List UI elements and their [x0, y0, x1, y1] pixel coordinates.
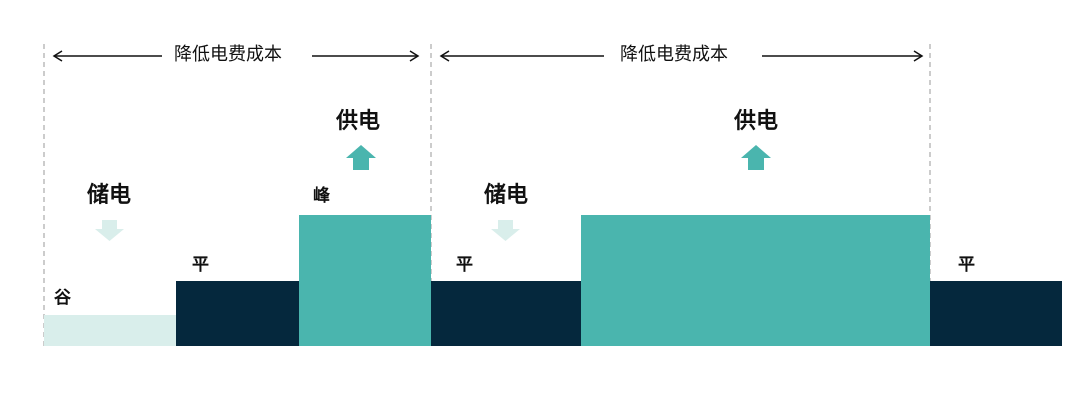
- flat-label-2: 平: [456, 255, 473, 275]
- span-label-1: 降低电费成本: [174, 44, 282, 65]
- store-label-1: 储电: [87, 183, 132, 208]
- flat-label-3: 平: [958, 255, 975, 275]
- store-arrow-2-icon: [491, 220, 520, 241]
- span-arrow-2: [439, 50, 924, 62]
- store-label-2: 储电: [484, 183, 529, 208]
- supply-label-1: 供电: [336, 109, 381, 134]
- supply-label-2: 供电: [734, 109, 779, 134]
- valley-block: [44, 315, 176, 346]
- supply-arrow-2-icon: [741, 145, 771, 170]
- supply-arrow-1-icon: [346, 145, 376, 170]
- valley-label: 谷: [54, 288, 71, 308]
- store-arrow-1-icon: [95, 220, 124, 241]
- span-label-2: 降低电费成本: [620, 44, 728, 65]
- flat-block-1: [176, 281, 299, 346]
- peak-block-2: [581, 215, 930, 346]
- peak-label: 峰: [313, 186, 330, 206]
- flat-block-3: [930, 281, 1062, 346]
- flat-block-2: [431, 281, 581, 346]
- peak-block-1: [299, 215, 431, 346]
- flat-label-1: 平: [192, 255, 209, 275]
- span-arrow-1: [52, 50, 420, 62]
